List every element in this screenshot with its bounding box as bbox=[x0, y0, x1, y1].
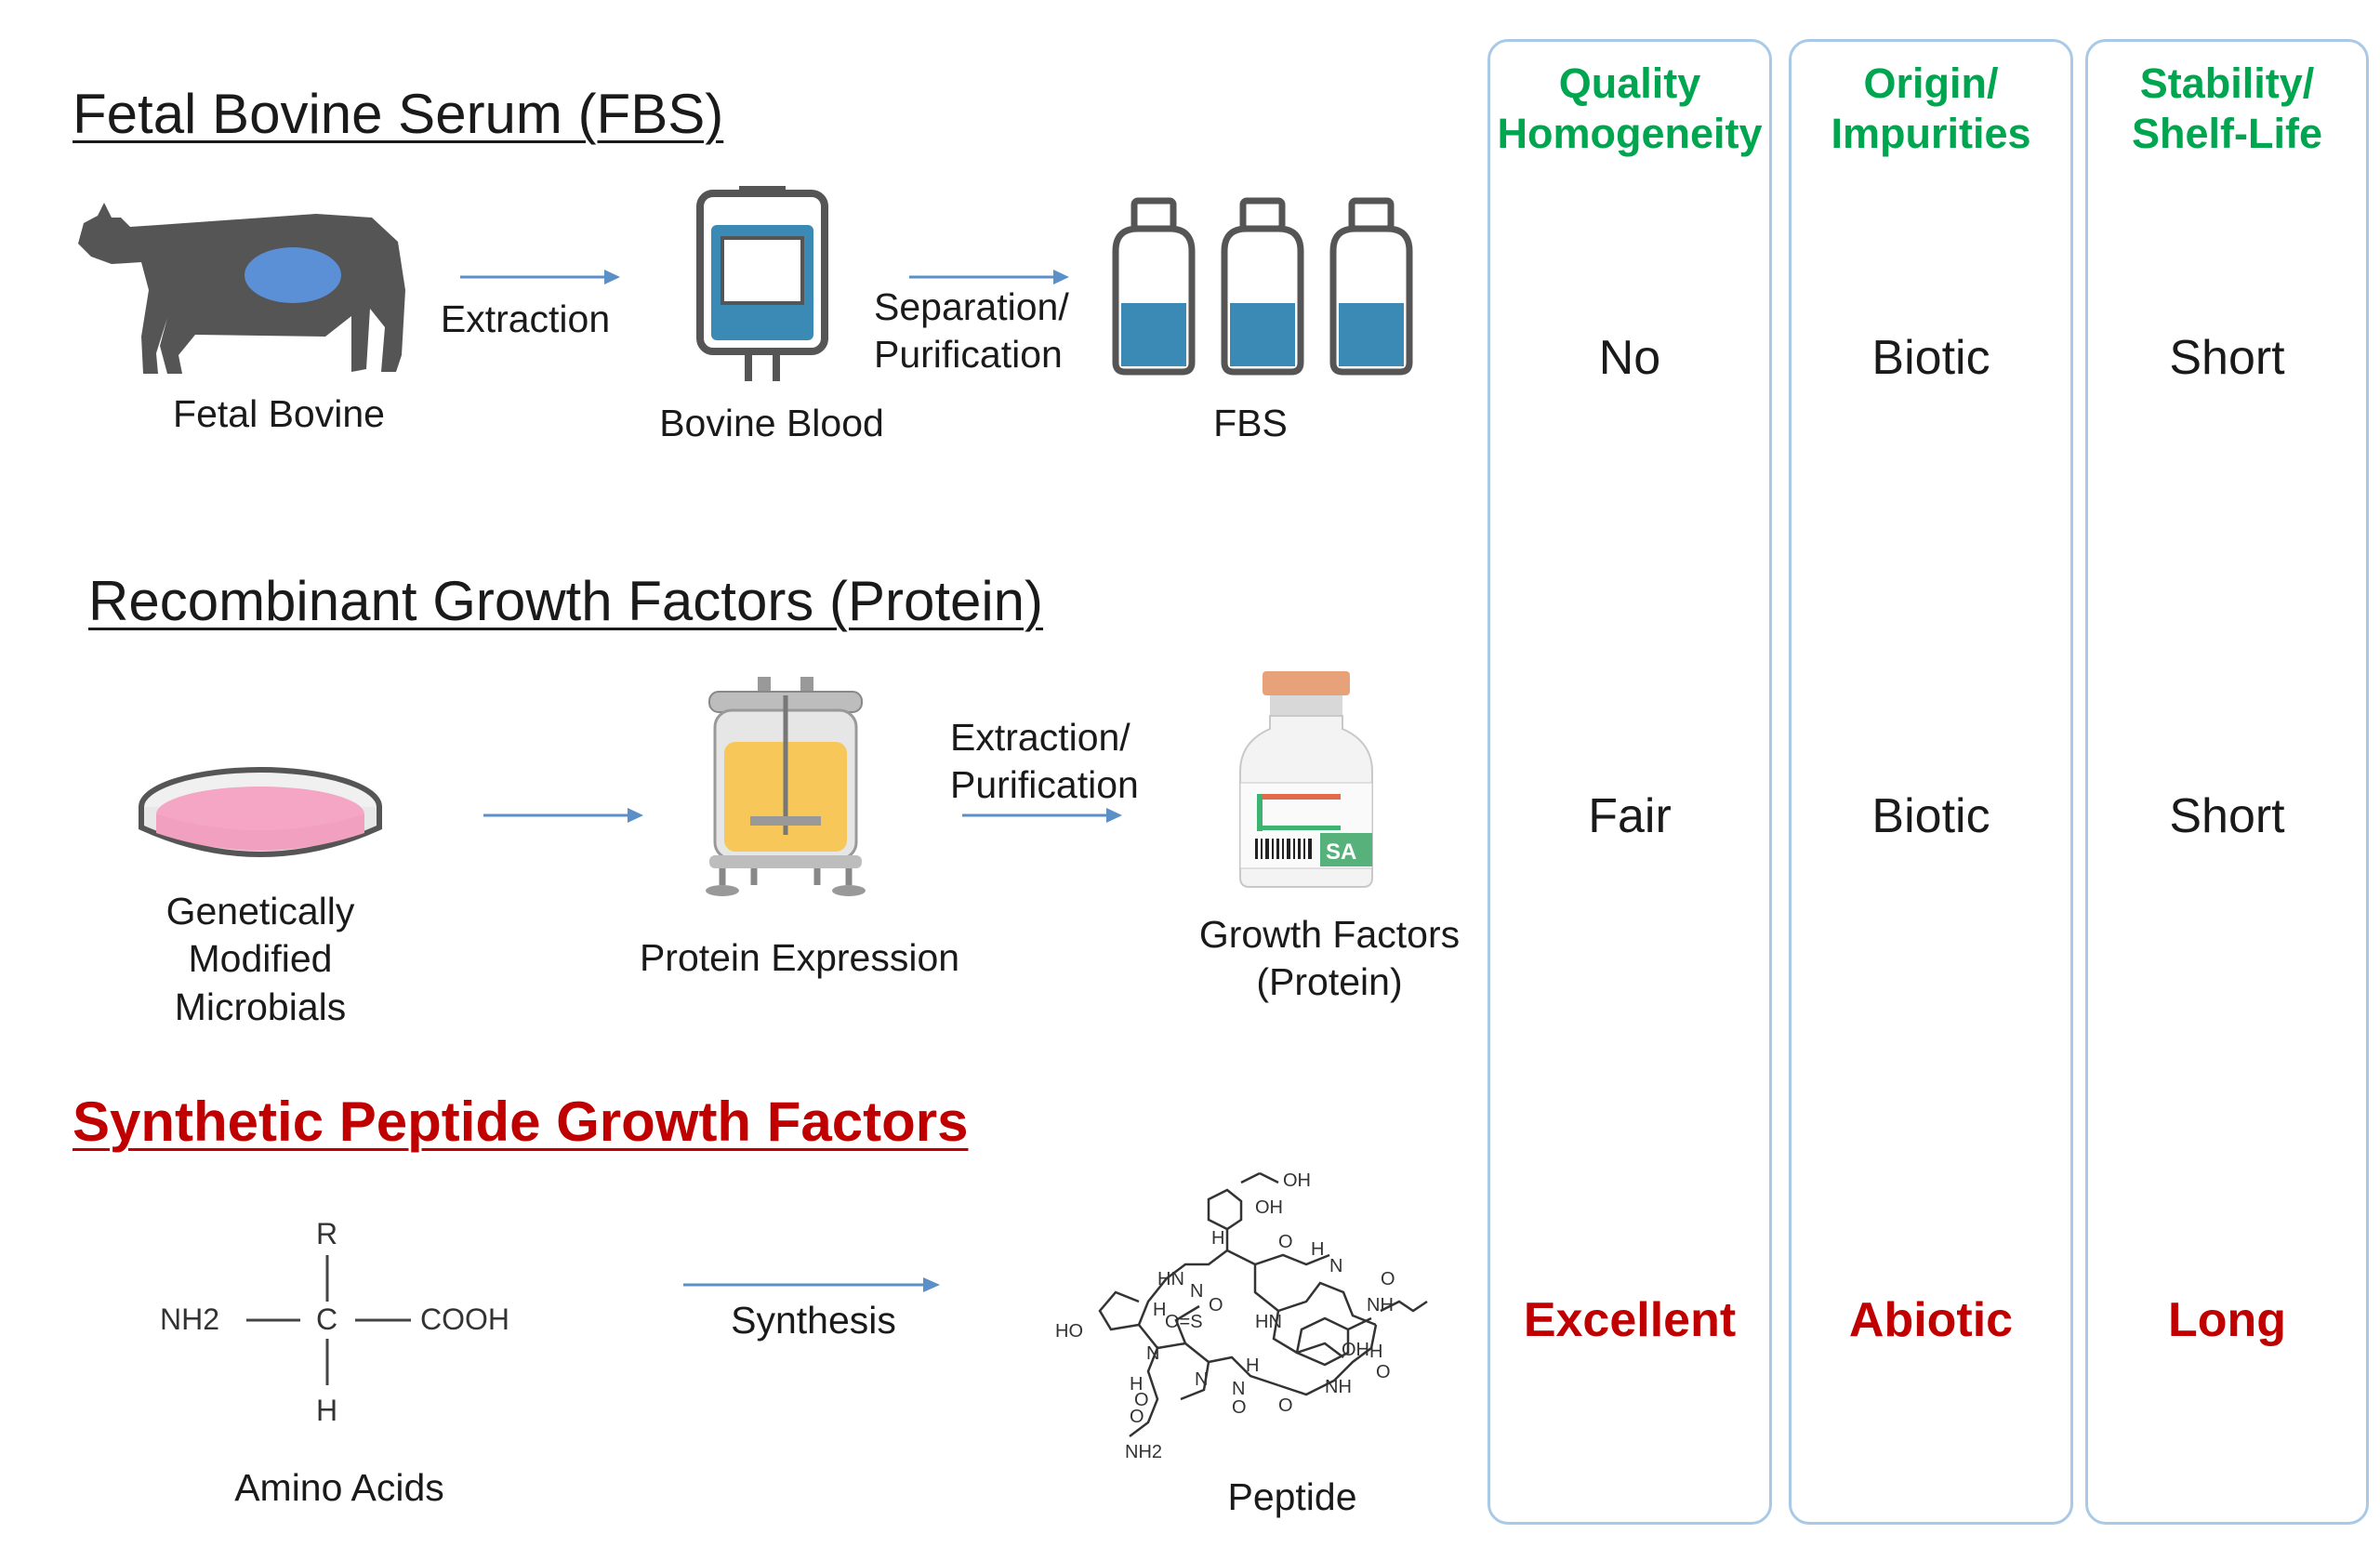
arrow-extraction-purification bbox=[962, 808, 1122, 823]
svg-text:O: O bbox=[1278, 1395, 1293, 1416]
aa-h: H bbox=[316, 1394, 337, 1427]
node-amino-acids: Amino Acids bbox=[234, 1466, 444, 1509]
svg-text:H: H bbox=[1130, 1374, 1143, 1395]
svg-text:OH: OH bbox=[1255, 1197, 1283, 1218]
svg-text:NH: NH bbox=[1367, 1295, 1394, 1316]
arrow-extraction bbox=[460, 270, 620, 284]
column-quality: Quality Homogeneity No Fair Excellent bbox=[1488, 39, 1772, 1525]
svg-text:O: O bbox=[1376, 1362, 1391, 1382]
step-extraction: Extraction bbox=[440, 298, 611, 340]
svg-text:N: N bbox=[1146, 1343, 1159, 1364]
cell-origin-recombinant: Biotic bbox=[1871, 789, 1990, 843]
svg-text:O: O bbox=[1232, 1397, 1247, 1418]
svg-text:H: H bbox=[1211, 1228, 1224, 1249]
svg-text:H: H bbox=[1311, 1239, 1324, 1260]
bioreactor-icon bbox=[706, 677, 866, 896]
cell-quality-synthetic: Excellent bbox=[1523, 1293, 1737, 1347]
cell-stability-fbs: Short bbox=[2169, 331, 2285, 385]
svg-text:O: O bbox=[1209, 1295, 1223, 1316]
cow-icon bbox=[78, 203, 405, 374]
vial-icon: SA bbox=[1239, 671, 1373, 888]
amino-acid-structure: R NH2 C COOH H bbox=[160, 1217, 509, 1427]
svg-text:HO: HO bbox=[1055, 1321, 1083, 1342]
column-header-quality: Quality Homogeneity bbox=[1497, 60, 1763, 157]
node-growth-factors: Growth Factors (Protein) bbox=[1198, 913, 1461, 1004]
svg-text:N: N bbox=[1329, 1256, 1342, 1276]
aa-cooh: COOH bbox=[420, 1302, 509, 1336]
svg-text:H: H bbox=[1153, 1300, 1166, 1320]
arrow-to-expression bbox=[483, 808, 643, 823]
step-separation: Separation/ Purification bbox=[874, 285, 1069, 377]
svg-text:O: O bbox=[1134, 1390, 1149, 1410]
column-origin: Origin/ Impurities Biotic Biotic Abiotic bbox=[1789, 39, 2073, 1525]
cell-quality-fbs: No bbox=[1598, 331, 1661, 385]
svg-text:HN: HN bbox=[1255, 1312, 1282, 1332]
section-title-synthetic-peptide: Synthetic Peptide Growth Factors bbox=[73, 1091, 969, 1153]
cell-origin-synthetic: Abiotic bbox=[1848, 1293, 2014, 1347]
arrow-separation bbox=[909, 270, 1069, 284]
svg-text:OH: OH bbox=[1342, 1340, 1369, 1360]
svg-text:OH: OH bbox=[1283, 1170, 1311, 1191]
arrow-synthesis bbox=[683, 1277, 940, 1292]
node-gm-microbials: Genetically Modified Microbials bbox=[165, 890, 355, 1028]
peptide-structure: OH OH H HN O H N O N H O NH HO N O=S HN … bbox=[1055, 1170, 1428, 1462]
blood-bag-icon bbox=[696, 186, 828, 381]
svg-text:N: N bbox=[1190, 1281, 1203, 1302]
node-bovine-blood: Bovine Blood bbox=[659, 402, 884, 444]
fbs-bottles-icon bbox=[1112, 197, 1413, 376]
column-header-origin: Origin/ Impurities bbox=[1831, 60, 2031, 157]
svg-text:NH2: NH2 bbox=[1125, 1442, 1162, 1462]
node-peptide: Peptide bbox=[1227, 1475, 1357, 1518]
column-header-stability: Stability/ Shelf-Life bbox=[2131, 60, 2322, 157]
node-fetal-bovine: Fetal Bovine bbox=[173, 392, 385, 435]
svg-text:O=S: O=S bbox=[1165, 1312, 1203, 1332]
svg-text:O: O bbox=[1381, 1269, 1395, 1289]
vial-label-text: SA bbox=[1326, 840, 1356, 865]
step-synthesis: Synthesis bbox=[731, 1299, 896, 1342]
aa-c: C bbox=[316, 1302, 337, 1336]
svg-text:O: O bbox=[1130, 1407, 1144, 1427]
svg-text:H: H bbox=[1369, 1342, 1382, 1362]
svg-text:HN: HN bbox=[1157, 1269, 1184, 1289]
svg-text:O: O bbox=[1278, 1232, 1293, 1252]
svg-text:H: H bbox=[1246, 1355, 1259, 1376]
petri-dish-icon bbox=[139, 767, 382, 857]
aa-r: R bbox=[316, 1217, 337, 1250]
section-title-fbs: Fetal Bovine Serum (FBS) bbox=[73, 83, 724, 145]
svg-text:N: N bbox=[1195, 1369, 1208, 1390]
node-protein-expression: Protein Expression bbox=[639, 936, 960, 979]
step-extraction-purification: Extraction/ Purification bbox=[950, 716, 1139, 807]
svg-text:N: N bbox=[1232, 1379, 1245, 1399]
svg-text:NH: NH bbox=[1325, 1377, 1352, 1397]
column-stability: Stability/ Shelf-Life Short Short Long bbox=[2085, 39, 2369, 1525]
cell-quality-recombinant: Fair bbox=[1588, 789, 1672, 843]
aa-nh2: NH2 bbox=[160, 1302, 219, 1336]
cell-stability-recombinant: Short bbox=[2169, 789, 2285, 843]
section-title-recombinant: Recombinant Growth Factors (Protein) bbox=[88, 570, 1044, 632]
cell-stability-synthetic: Long bbox=[2167, 1293, 2287, 1347]
cell-origin-fbs: Biotic bbox=[1871, 331, 1990, 385]
node-fbs: FBS bbox=[1213, 402, 1288, 444]
